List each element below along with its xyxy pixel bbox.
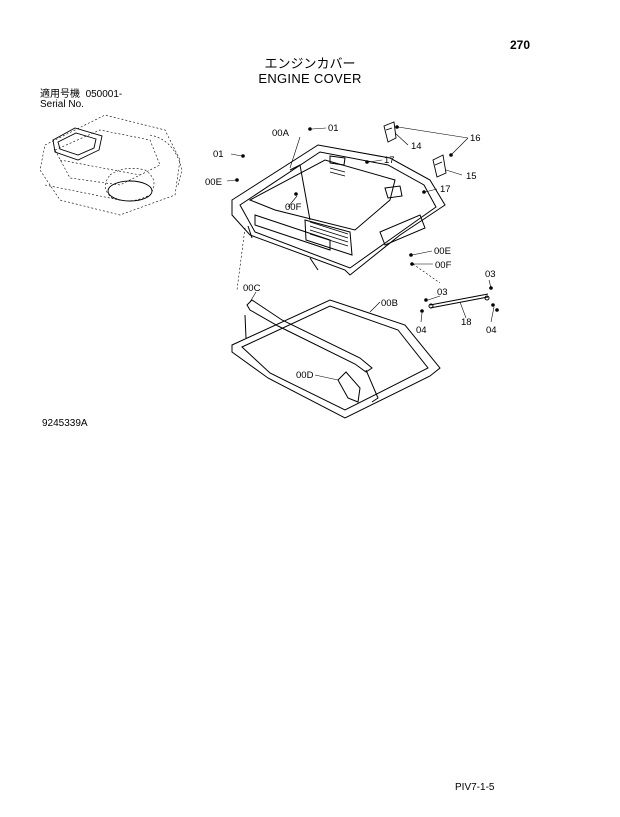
- callout-00d: 00D: [296, 370, 314, 381]
- callout-17-upper: 17: [384, 155, 395, 166]
- hinge-14: [383, 121, 397, 143]
- callout-04-right: 04: [486, 325, 497, 336]
- callout-16: 16: [470, 133, 481, 144]
- title-english: ENGINE COVER: [258, 71, 362, 86]
- page-number: 270: [510, 38, 531, 52]
- bottom-cover: [231, 299, 441, 419]
- callout-04-left: 04: [416, 325, 427, 336]
- drawing-number: 9245339A: [42, 418, 88, 429]
- hinge-15: [432, 154, 447, 178]
- callout-01-top: 01: [328, 123, 339, 134]
- callout-00c: 00C: [243, 283, 261, 294]
- page-reference: PIV7-1-5: [455, 782, 495, 793]
- engine-cover: [231, 144, 446, 276]
- callout-03-left: 03: [437, 287, 448, 298]
- callout-14: 14: [411, 141, 422, 152]
- callout-labels: 01 00A 01 16 14 17 15 17 00E 00F 00E 00F…: [205, 123, 497, 381]
- serial-en-label: Serial No.: [40, 99, 84, 110]
- serial-jp-label: 適用号機: [40, 89, 80, 100]
- callout-15: 15: [466, 171, 477, 182]
- seal-strip: [244, 299, 379, 403]
- stay-rod: [428, 293, 490, 309]
- leader-lines: [226, 126, 495, 381]
- engine-cover-grille: [309, 167, 349, 247]
- machine-overview-sketch: [39, 114, 183, 216]
- callout-03-right: 03: [485, 269, 496, 280]
- callout-00a: 00A: [272, 128, 290, 139]
- callout-00f-left: 00F: [285, 202, 302, 213]
- title-japanese: エンジンカバー: [264, 57, 356, 72]
- callout-00f-right: 00F: [435, 260, 452, 271]
- callout-00e-right: 00E: [434, 246, 451, 257]
- serial-value: 050001-: [85, 89, 123, 100]
- callout-01-left: 01: [213, 149, 224, 160]
- callout-00b: 00B: [381, 298, 398, 309]
- callout-17-lower: 17: [440, 184, 451, 195]
- serial-block: 適用号機 050001- Serial No.: [40, 90, 122, 110]
- callout-00e-left: 00E: [205, 177, 222, 188]
- fasteners: [235, 125, 499, 313]
- pad: [337, 371, 361, 403]
- overview-engine-cover-highlight: [52, 127, 153, 202]
- callout-18: 18: [461, 317, 472, 328]
